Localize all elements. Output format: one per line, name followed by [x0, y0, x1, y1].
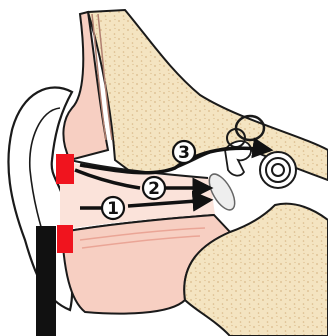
- marker-2-label: 2: [148, 179, 160, 199]
- marker-3: 3: [173, 141, 195, 163]
- cochlea: [260, 152, 296, 188]
- marker-1: 1: [102, 197, 124, 219]
- red-marker-upper: [56, 154, 74, 184]
- marker-2: 2: [143, 177, 165, 199]
- marker-1-label: 1: [107, 199, 119, 219]
- marker-3-label: 3: [178, 143, 190, 163]
- black-stand: [36, 226, 56, 336]
- red-marker-lower: [57, 225, 73, 253]
